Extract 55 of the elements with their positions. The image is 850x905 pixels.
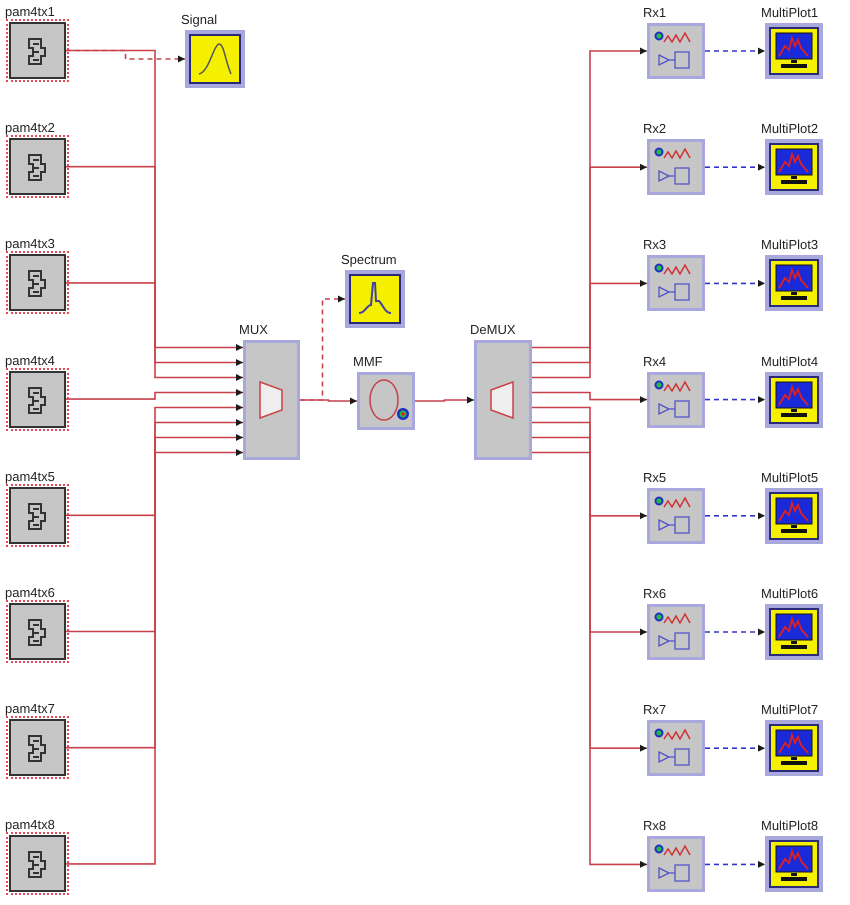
connector-arrow xyxy=(66,282,243,381)
connector-arrow xyxy=(66,419,243,632)
connector-arrow xyxy=(705,628,765,636)
block-label: pam4tx6 xyxy=(5,585,55,601)
connector-arrow xyxy=(705,512,765,520)
block-label: Spectrum xyxy=(341,252,397,268)
block-label: MultiPlot8 xyxy=(761,818,818,834)
block-label: MultiPlot3 xyxy=(761,237,818,254)
connector-arrow xyxy=(532,164,647,364)
connector-arrow xyxy=(66,434,243,748)
connector-arrow xyxy=(705,48,765,54)
block-label: Rx3 xyxy=(643,237,666,254)
block-label: MultiPlot4 xyxy=(761,354,818,370)
connector-arrow xyxy=(66,449,243,865)
connector-arrow xyxy=(705,280,765,287)
connector-arrow xyxy=(705,860,765,868)
connector-arrow xyxy=(705,396,765,404)
block-label: pam4tx5 xyxy=(5,468,55,485)
connector-arrow xyxy=(66,389,243,400)
block-label: MultiPlot6 xyxy=(761,586,818,602)
block-label: Rx8 xyxy=(643,818,666,834)
block-label: pam4tx7 xyxy=(5,701,55,718)
connector-arrow xyxy=(300,398,357,404)
connector-arrow xyxy=(415,396,474,404)
block-label: MMF xyxy=(353,354,383,370)
block-label: MultiPlot5 xyxy=(761,470,818,486)
block-label: MultiPlot2 xyxy=(761,121,818,138)
block-label: pam4tx2 xyxy=(5,120,55,136)
connector-arrow xyxy=(532,392,647,404)
connector-arrow xyxy=(532,436,647,752)
connector-arrow xyxy=(532,452,647,868)
block-label: Rx4 xyxy=(643,354,666,370)
connector-arrow xyxy=(705,744,765,752)
connector-arrow xyxy=(705,164,765,171)
block-label: pam4tx3 xyxy=(5,236,55,252)
block-label: MUX xyxy=(239,322,268,338)
block-label: pam4tx4 xyxy=(5,352,55,369)
block-label: Signal xyxy=(181,12,218,28)
connector-arrow xyxy=(532,406,647,520)
connector-arrow xyxy=(66,404,243,516)
connector-arrow xyxy=(532,280,647,378)
block-label: Rx5 xyxy=(643,470,666,486)
connector-arrow xyxy=(66,166,243,366)
block-label: pam4tx1 xyxy=(5,4,55,20)
block-label: Rx7 xyxy=(643,702,666,718)
block-label: Rx2 xyxy=(643,121,666,138)
block-label: pam4tx8 xyxy=(5,817,55,834)
connector-arrow xyxy=(532,48,647,348)
block-label: MultiPlot1 xyxy=(761,5,818,21)
block-label: DeMUX xyxy=(470,322,516,338)
block-label: Rx1 xyxy=(643,5,666,21)
connector-arrow xyxy=(66,50,243,351)
block-label: MultiPlot7 xyxy=(761,702,818,718)
block-label: Rx6 xyxy=(643,586,666,602)
connector-arrow xyxy=(532,422,647,636)
